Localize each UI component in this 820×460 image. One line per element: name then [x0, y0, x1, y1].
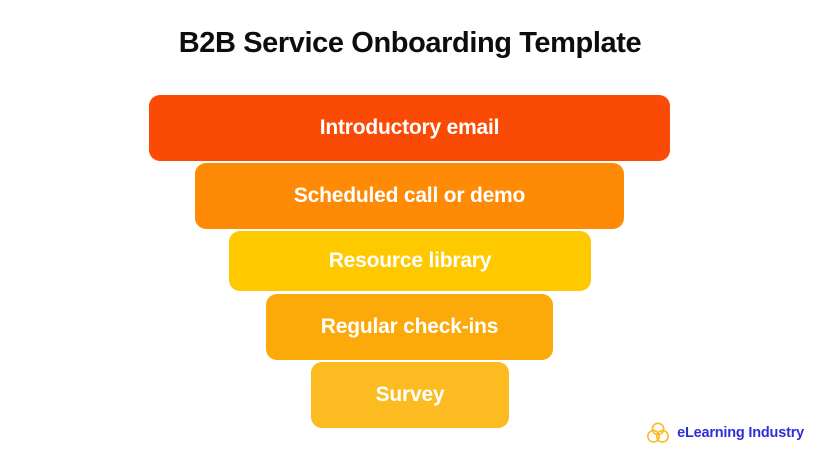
funnel-stage-5[interactable]: Survey — [311, 362, 509, 428]
funnel-stage-5-label: Survey — [375, 383, 445, 406]
funnel-stage-2[interactable]: Scheduled call or demo — [195, 163, 624, 229]
brand-logo-text: eLearning Industry — [677, 425, 804, 441]
funnel-stage-3[interactable]: Resource library — [229, 231, 591, 291]
funnel-stage-2-label: Scheduled call or demo — [293, 184, 526, 207]
funnel-stage-4-label: Regular check-ins — [320, 315, 499, 338]
funnel-stage-1-label: Introductory email — [319, 116, 500, 139]
interlocking-circles-logo-mark — [647, 422, 670, 443]
brand-logo: eLearning Industry — [645, 420, 804, 446]
funnel-stage-1[interactable]: Introductory email — [149, 95, 670, 161]
funnel-stage-3-label: Resource library — [328, 249, 492, 272]
page-title: B2B Service Onboarding Template — [178, 27, 642, 59]
funnel-stage-4[interactable]: Regular check-ins — [266, 294, 553, 360]
